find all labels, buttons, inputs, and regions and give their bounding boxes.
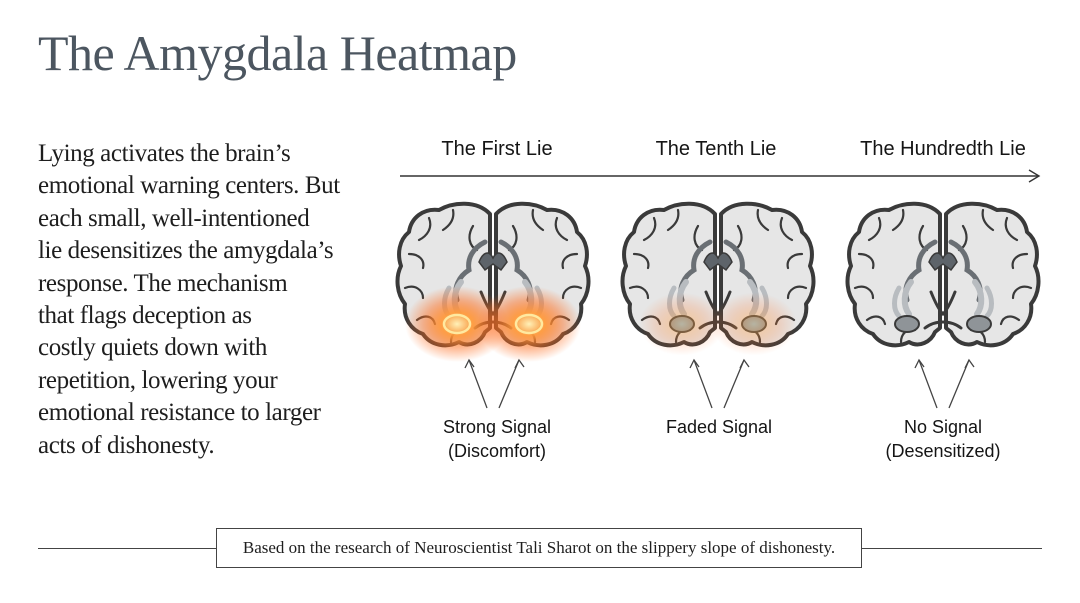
description-line: emotional resistance to larger	[38, 399, 321, 427]
stage-label-tenth-lie: The Tenth Lie	[655, 138, 777, 160]
stage-label-first-lie: The First Lie	[441, 138, 553, 160]
footer-rule-right	[862, 548, 1042, 549]
description-line: acts of dishonesty.	[38, 431, 215, 459]
brain-tenth-lie	[618, 196, 818, 366]
page-title: The Amygdala Heatmap	[38, 25, 517, 81]
description-line: response. The mechanism	[38, 269, 288, 297]
signal-label-line: (Discomfort)	[448, 441, 546, 461]
signal-label-strong: Strong Signal (Discomfort)	[397, 415, 597, 463]
timeline-arrow	[400, 169, 1041, 183]
footer-citation: Based on the research of Neuroscientist …	[216, 528, 862, 568]
signal-label-line: No Signal	[903, 417, 983, 437]
description-line: that flags deception as	[38, 302, 252, 330]
description-line: each small, well-intentioned	[38, 204, 310, 232]
signal-label-faded: Faded Signal	[619, 415, 819, 439]
description-line: Lying activates the brain’s	[38, 140, 291, 167]
description-line: lie desensitizes the amygdala’s	[38, 237, 334, 265]
signal-label-none: No Signal (Desensitized)	[843, 415, 1043, 463]
footer-rule-left	[38, 548, 216, 549]
signal-label-line: Faded Signal	[665, 417, 773, 437]
signal-label-line: (Desensitized)	[885, 441, 1001, 461]
signal-label-line: Strong Signal	[442, 417, 552, 437]
stage-label-hundredth-lie: The Hundredth Lie	[860, 138, 1026, 160]
description-line: emotional warning centers. But	[38, 172, 340, 200]
brain-first-lie	[393, 196, 593, 366]
brain-hundredth-lie	[843, 196, 1043, 366]
description-line: repetition, lowering your	[38, 366, 278, 394]
description-text: Lying activates the brain’s emotional wa…	[38, 138, 378, 462]
description-line: costly quiets down with	[38, 334, 267, 362]
